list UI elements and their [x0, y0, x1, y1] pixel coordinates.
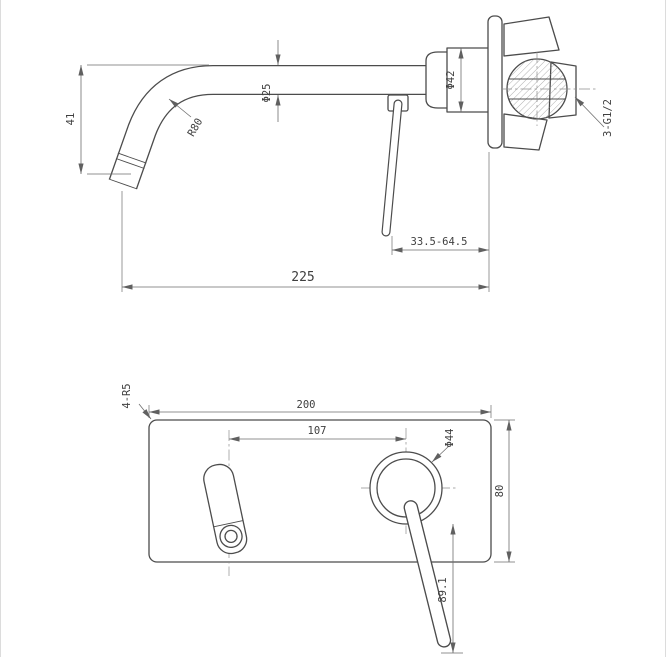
dim-label-wall-depth: 33.5-64.5	[411, 236, 468, 248]
valve-upper-port	[503, 16, 560, 57]
valve-body	[501, 16, 597, 151]
dim-label-107: 107	[308, 425, 327, 437]
dim-center-distance: 107	[229, 425, 406, 442]
handle-lever-front	[403, 500, 452, 648]
dim-label-d44: Φ44	[444, 429, 456, 448]
dim-corner-radius: 4-R5	[121, 383, 152, 420]
aerator-joint-line	[117, 152, 147, 164]
sleeve-cap	[425, 51, 452, 109]
dim-lever-length: 89.1	[437, 524, 463, 654]
dim-label-r80: R80	[185, 116, 205, 138]
front-view: 4-R5 200 107 Φ44 80	[121, 383, 515, 654]
side-view: 41 R80 Φ25 Φ42 3-G1/2 33.5-64.5	[65, 15, 614, 292]
spout-front	[203, 463, 248, 555]
spout-tip-edge	[108, 178, 138, 190]
dim-label-225: 225	[291, 270, 314, 285]
dim-label-200: 200	[297, 399, 316, 411]
dim-plate-width: 200	[148, 399, 492, 418]
spout-tube	[108, 65, 439, 190]
dim-label-d25: Φ25	[261, 84, 273, 103]
mixer-sleeve	[425, 47, 490, 113]
dim-label-d42: Φ42	[445, 71, 457, 90]
dim-label-4r5: 4-R5	[121, 383, 133, 408]
dim-label-thread: 3-G1/2	[602, 99, 614, 137]
handle-outer-circle	[369, 451, 443, 525]
aerator-inner	[224, 529, 238, 544]
sleeve-body	[446, 47, 490, 113]
escutcheon	[487, 15, 503, 149]
dim-label-80: 80	[494, 485, 506, 498]
aerator-outer	[219, 524, 243, 549]
dim-wall-depth: 33.5-64.5	[391, 152, 490, 292]
dim-total-length: 225	[121, 191, 489, 292]
dim-handle-diameter: Φ44	[431, 429, 456, 463]
dim-plate-height: 80	[494, 419, 515, 563]
dim-label-41: 41	[65, 113, 77, 126]
handle-lever-side	[381, 94, 409, 237]
aerator-joint-line	[115, 158, 145, 169]
dim-thread-callout: 3-G1/2	[574, 96, 614, 137]
dim-spout-height: 41	[65, 64, 209, 175]
dim-body-diameter: Φ42	[445, 48, 464, 112]
dim-spout-diameter: Φ25	[261, 40, 281, 122]
dim-label-89-1: 89.1	[437, 577, 449, 602]
handle-front	[369, 451, 452, 648]
